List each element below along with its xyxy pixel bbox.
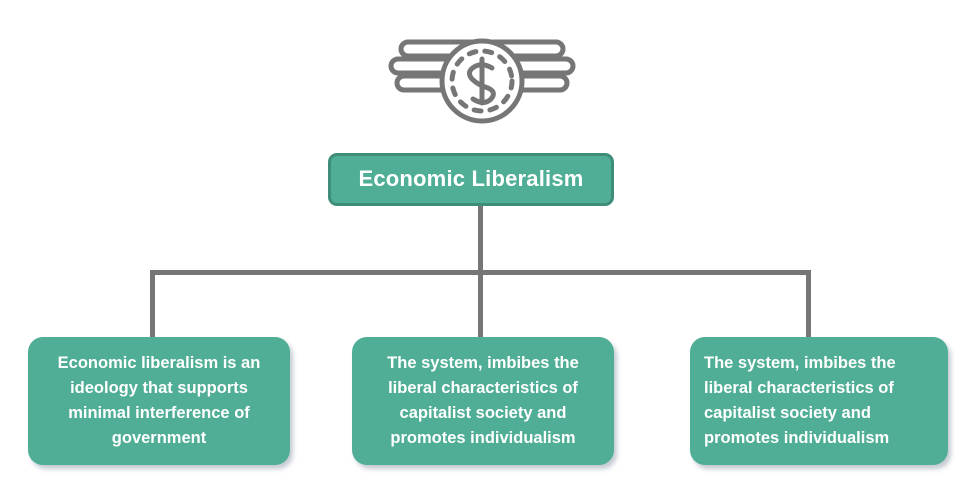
leaf-node-3-label: The system, imbibes the liberal characte… [704, 353, 896, 448]
connector-horizontal-bar [150, 270, 811, 275]
connector-branch-left [150, 270, 155, 338]
leaf-node-3[interactable]: The system, imbibes the liberal characte… [690, 337, 948, 465]
connector-branch-right [806, 270, 811, 338]
leaf-node-2-label: The system, imbibes the liberal characte… [387, 353, 579, 448]
connector-branch-middle [478, 270, 483, 338]
root-node-economic-liberalism[interactable]: Economic Liberalism [328, 153, 614, 206]
leaf-node-2[interactable]: The system, imbibes the liberal characte… [352, 337, 614, 465]
root-node-label: Economic Liberalism [358, 166, 584, 192]
connector-root-stem [478, 205, 483, 273]
leaf-node-1-label: Economic liberalism is an ideology that … [57, 353, 261, 448]
leaf-node-1[interactable]: Economic liberalism is an ideology that … [28, 337, 290, 465]
winged-dollar-coin-icon [374, 26, 590, 130]
